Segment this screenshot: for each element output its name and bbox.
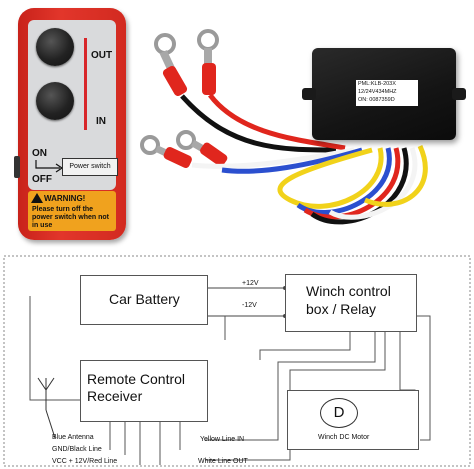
- remote-control: OUT IN ON OFF Power switch WARNING! Plea…: [14, 8, 126, 240]
- motor-symbol: D: [320, 398, 358, 428]
- switch-arrow-icon: [35, 160, 64, 173]
- out-button: [36, 28, 74, 66]
- ring-terminal-4: [176, 130, 228, 167]
- ring-terminal-2: [197, 29, 219, 95]
- remote-divider-line: [84, 38, 87, 130]
- relay-voltage: 12/24V434MHZ: [358, 89, 397, 95]
- relay-model: PML:KLB-203X: [358, 81, 396, 87]
- winch-box-label-line2: box / Relay: [306, 301, 377, 317]
- on-label: ON: [32, 148, 47, 159]
- white-line-label: White Line OUT: [198, 458, 248, 465]
- mount-ear-right: [452, 88, 466, 100]
- in-label: IN: [96, 116, 106, 127]
- wiring-diagram-lines: [3, 255, 471, 467]
- yellow-line-label: Yellow Line IN: [200, 436, 245, 443]
- side-switch: [14, 156, 20, 178]
- blue-antenna-label: Blue Antenna: [52, 434, 94, 441]
- in-button: [36, 82, 74, 120]
- warning-text: Please turn off the power switch when no…: [32, 206, 110, 229]
- off-label: OFF: [32, 174, 52, 185]
- plus-12v-label: +12V: [242, 280, 259, 287]
- wire-harness: [140, 29, 428, 225]
- wire-yellow-2: [364, 144, 428, 207]
- wire-yellow: [277, 147, 384, 209]
- minus-12v-label: -12V: [242, 302, 257, 309]
- relay-sticker: PML:KLB-203X 12/24V434MHZ ON: 0087359D: [356, 80, 418, 106]
- motor-label: Winch DC Motor: [318, 434, 370, 441]
- warning-triangle-icon: [31, 193, 43, 203]
- car-battery-label: Car Battery: [109, 291, 180, 307]
- car-battery-box: Car Battery: [80, 275, 208, 325]
- warning-title: WARNING!: [44, 194, 86, 203]
- antenna-icon: [37, 377, 56, 439]
- gnd-line-label: GND/Black Line: [52, 446, 102, 453]
- receiver-label-line2: Receiver: [87, 388, 143, 404]
- wire-blue-1: [221, 147, 363, 174]
- power-switch-label: Power switch: [62, 158, 118, 176]
- mount-ear-left: [302, 88, 316, 100]
- relay-code: ON: 0087359D: [358, 97, 395, 103]
- receiver-label-line1: Remote Control: [87, 371, 186, 387]
- ring-terminal-1: [154, 33, 188, 97]
- receiver-box: Remote Control Receiver: [80, 360, 208, 422]
- ring-terminal-3: [140, 135, 192, 168]
- winch-box-label-line1: Winch control: [306, 283, 391, 299]
- remote-panel: OUT IN ON OFF Power switch: [28, 20, 118, 190]
- vcc-line-label: VCC + 12V/Red Line: [52, 458, 118, 465]
- out-label: OUT: [91, 50, 113, 61]
- wire-white-1: [191, 147, 355, 169]
- wire-red-1: [208, 93, 346, 151]
- wire-black-1: [180, 94, 337, 153]
- warning-sticker: WARNING! Please turn off the power switc…: [28, 191, 116, 231]
- winch-control-box: Winch control box / Relay: [285, 274, 417, 332]
- relay-box: PML:KLB-203X 12/24V434MHZ ON: 0087359D: [302, 48, 466, 140]
